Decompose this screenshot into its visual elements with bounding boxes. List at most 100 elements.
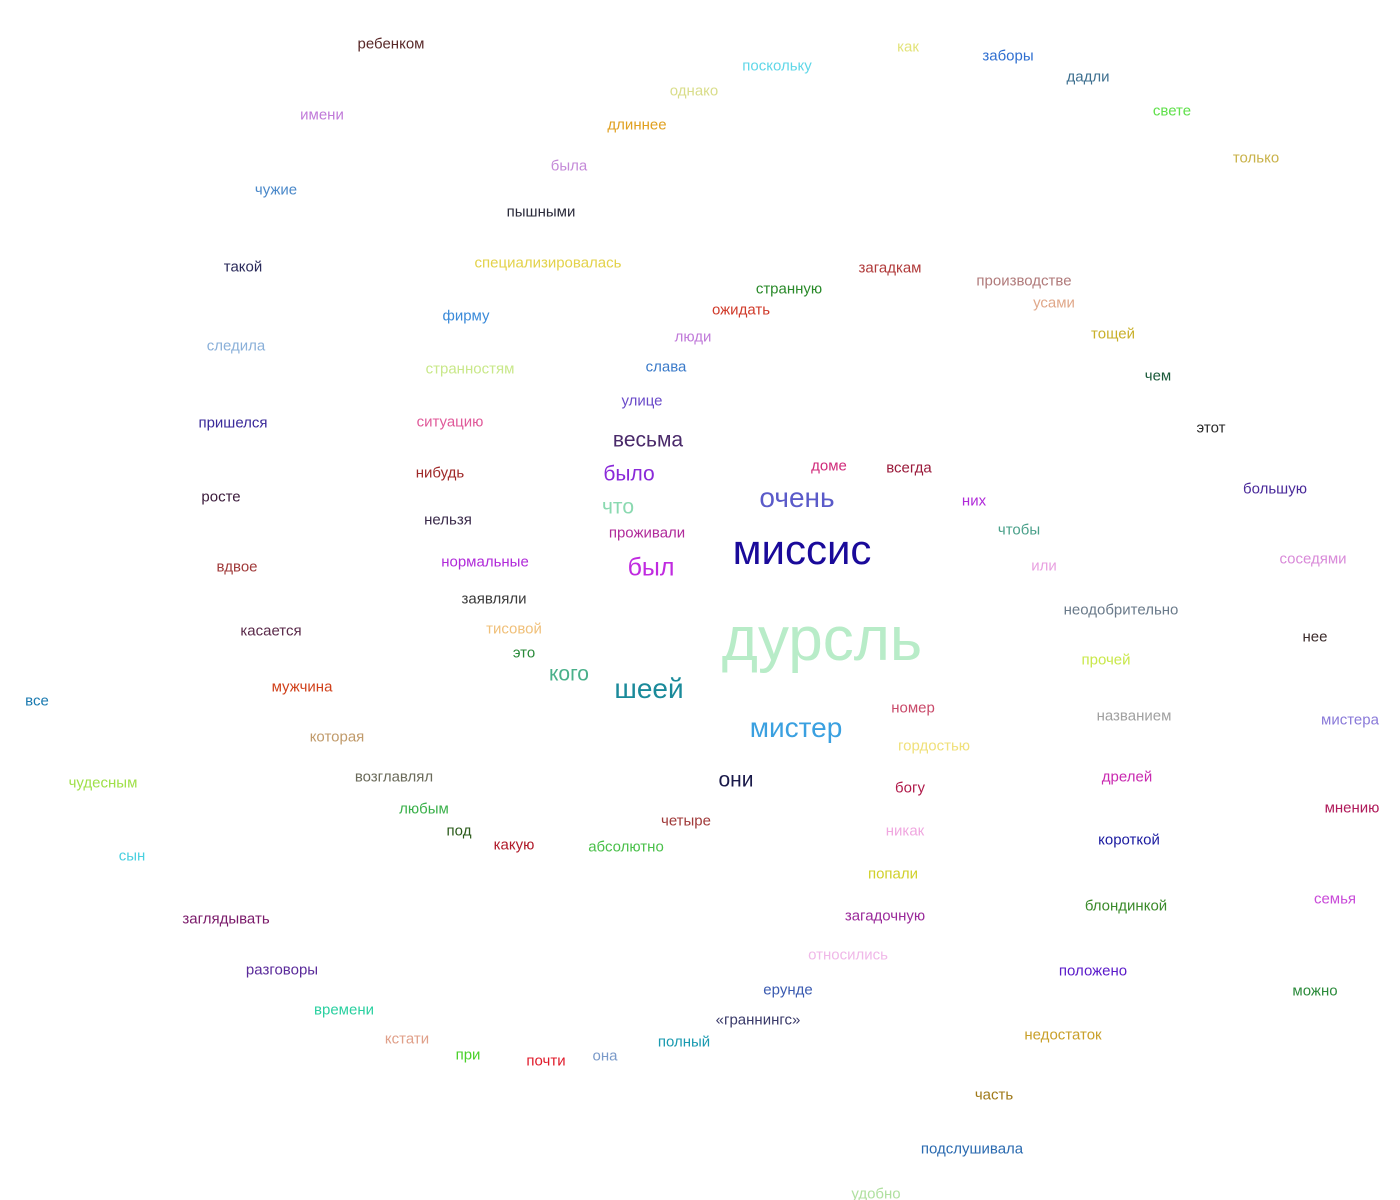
word: возглавлял [354, 768, 434, 786]
word: специализировалась [474, 254, 622, 272]
word: миссис [732, 526, 872, 573]
word: чем [1144, 367, 1172, 385]
word: странную [755, 280, 823, 298]
word: вдвое [216, 558, 258, 576]
word: семья [1313, 890, 1357, 908]
word: какую [493, 836, 535, 854]
word: сын [118, 847, 146, 865]
word: шеей [614, 673, 684, 704]
word: номер [891, 699, 935, 717]
word: мнению [1324, 799, 1380, 817]
word: загадочную [844, 907, 926, 925]
word: имени [300, 106, 344, 124]
word: ситуацию [416, 413, 484, 431]
word: никак [885, 822, 925, 840]
word: дадли [1066, 68, 1110, 86]
word: очень [759, 482, 835, 513]
word: любым [399, 800, 449, 818]
word: «граннингс» [715, 1011, 801, 1029]
word: абсолютно [588, 838, 664, 856]
word: как [897, 38, 919, 56]
word: все [25, 692, 49, 710]
word: часть [974, 1086, 1014, 1104]
word: пышными [506, 203, 576, 221]
word: это [512, 644, 536, 662]
word: длиннее [607, 116, 667, 134]
word: заборы [982, 47, 1034, 65]
word: росте [201, 488, 241, 506]
word: чтобы [997, 521, 1041, 539]
word: под [446, 822, 472, 840]
word: кстати [384, 1030, 430, 1048]
word: весьма [612, 428, 684, 452]
word: или [1031, 557, 1057, 575]
word: люди [674, 328, 712, 346]
word: мистер [749, 712, 843, 743]
word: нибудь [415, 464, 465, 482]
word: недостаток [1024, 1026, 1102, 1044]
word: было [603, 462, 655, 486]
word: почти [526, 1052, 566, 1070]
word: такой [223, 258, 263, 276]
word: производстве [976, 272, 1072, 290]
word: дурсль [721, 605, 923, 674]
word: мужчина [271, 678, 333, 696]
word: нее [1302, 628, 1328, 646]
word: них [961, 492, 987, 510]
word: относились [808, 946, 888, 964]
word: названием [1096, 707, 1172, 725]
word: нормальные [441, 553, 529, 571]
word: поскольку [742, 57, 812, 75]
word: можно [1292, 982, 1338, 1000]
word: большую [1243, 480, 1307, 498]
word: полный [657, 1033, 711, 1051]
word: короткой [1098, 831, 1160, 849]
word: пришелся [198, 414, 268, 432]
word: времени [314, 1001, 374, 1019]
word: ерунде [763, 981, 813, 999]
word: ребенком [357, 35, 425, 53]
word: однако [669, 82, 719, 100]
word: доме [811, 457, 847, 475]
word: этот [1196, 419, 1226, 437]
word: при [455, 1046, 481, 1064]
word: слава [645, 358, 687, 376]
word: нельзя [424, 511, 472, 529]
word: они [718, 768, 754, 792]
word: тощей [1091, 325, 1135, 343]
word: мистера [1321, 711, 1379, 729]
word: был [627, 553, 675, 582]
word: странностям [425, 360, 515, 378]
word: улице [621, 392, 663, 410]
word: усами [1033, 294, 1075, 312]
word: удобно [851, 1185, 901, 1200]
word: кого [549, 662, 589, 686]
word: чужие [254, 181, 298, 199]
word: чудесным [68, 774, 138, 792]
word: гордостью [897, 737, 971, 755]
word: ожидать [711, 301, 771, 319]
word: заявляли [461, 590, 527, 608]
word: тисовой [486, 620, 542, 638]
word: которая [309, 728, 365, 746]
word: блондинкой [1084, 897, 1168, 915]
word: проживали [608, 524, 686, 542]
word: она [592, 1047, 618, 1065]
word: прочей [1081, 651, 1131, 669]
word: загадкам [858, 259, 922, 277]
word: свете [1152, 102, 1192, 120]
word: была [550, 157, 588, 175]
word: всегда [886, 459, 932, 477]
word: дрелей [1101, 768, 1153, 786]
word: следила [206, 337, 266, 355]
word: неодобрительно [1063, 601, 1179, 619]
word: попали [867, 865, 919, 883]
word: соседями [1279, 550, 1347, 568]
word: разговоры [245, 961, 319, 979]
word: заглядывать [182, 910, 270, 928]
word: четыре [661, 812, 711, 830]
word: подслушивала [920, 1140, 1024, 1158]
word: касается [240, 622, 302, 640]
word: фирму [442, 307, 490, 325]
